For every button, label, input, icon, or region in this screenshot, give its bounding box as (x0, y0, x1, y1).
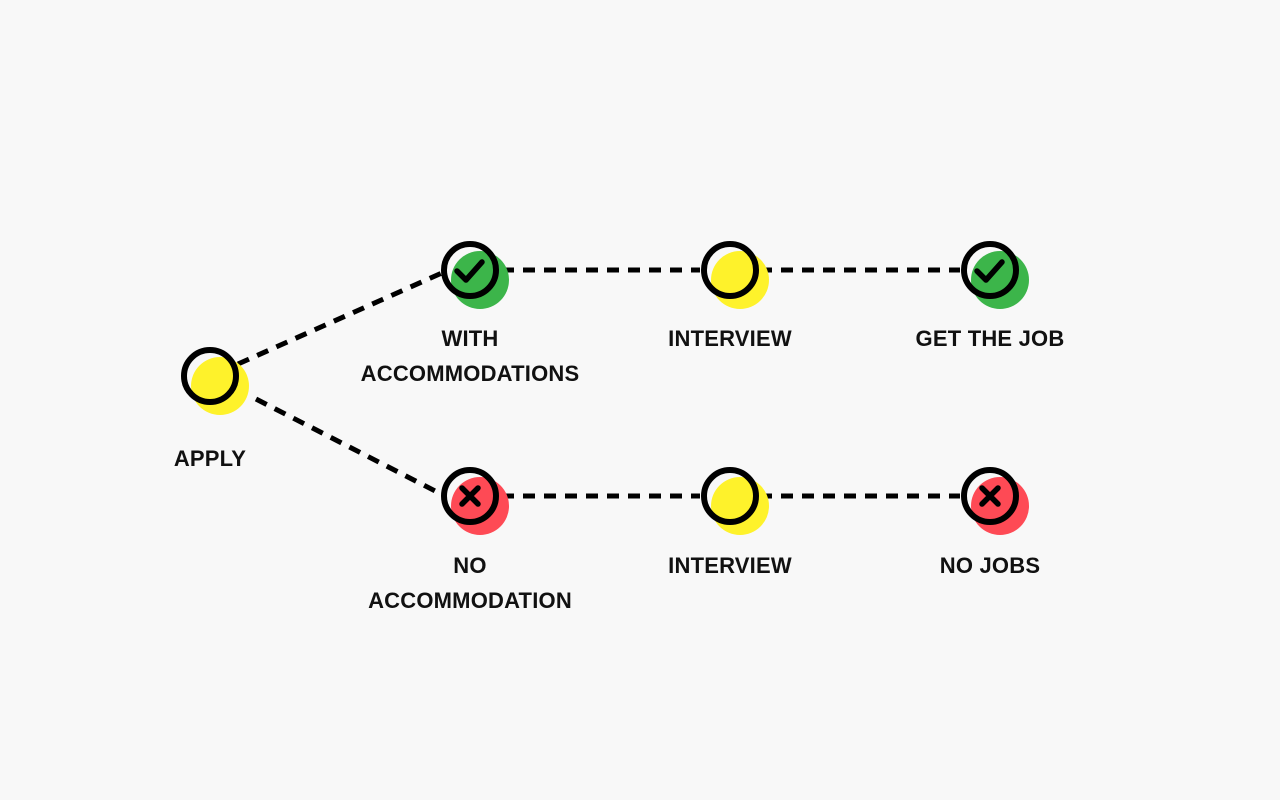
ring-outline (181, 347, 239, 405)
node-no-jobs (961, 467, 1029, 535)
node-get-the-job (961, 241, 1029, 309)
nodes-layer (181, 241, 1029, 535)
node-no-accommodation (441, 467, 509, 535)
ring-outline (961, 467, 1019, 525)
node-label-line: INTERVIEW (668, 326, 792, 351)
success-fill-dot (451, 251, 509, 309)
node-label-line: NO (453, 553, 487, 578)
node-interview-top (701, 241, 769, 309)
edges-layer (236, 267, 960, 499)
success-fill-dot (971, 251, 1029, 309)
node-label-no-jobs: NO JOBS (940, 548, 1040, 583)
ring-outline (701, 467, 759, 525)
node-label-line: NO JOBS (939, 553, 1041, 578)
node-with-accommodations (441, 241, 509, 309)
node-label-no-accommodation: NO ACCOMMODATION (368, 548, 572, 618)
node-apply (181, 347, 249, 415)
node-interview-bottom (701, 467, 769, 535)
cross-icon (459, 485, 481, 507)
check-icon (454, 259, 485, 283)
ring-outline (441, 241, 499, 299)
node-label-line: APPLY (173, 446, 247, 471)
check-icon (974, 259, 1005, 283)
failure-fill-dot (451, 477, 509, 535)
neutral-fill-dot (191, 357, 249, 415)
node-label-interview-top: INTERVIEW (668, 321, 792, 356)
node-label-line: GET THE JOB (915, 326, 1065, 351)
edge-apply-to-with-accommodations (236, 269, 446, 367)
node-label-interview-bottom: INTERVIEW (668, 548, 792, 583)
ring-outline (441, 467, 499, 525)
node-label-line: WITH (441, 326, 499, 351)
neutral-fill-dot (711, 477, 769, 535)
node-label-line: ACCOMMODATION (368, 588, 572, 613)
ring-outline (961, 241, 1019, 299)
node-label-with-accommodations: WITH ACCOMMODATIONS (361, 321, 580, 391)
node-label-line: ACCOMMODATIONS (360, 361, 580, 386)
failure-fill-dot (971, 477, 1029, 535)
node-label-line: INTERVIEW (668, 553, 792, 578)
node-label-get-the-job: GET THE JOB (916, 321, 1065, 356)
ring-outline (701, 241, 759, 299)
neutral-fill-dot (711, 251, 769, 309)
node-label-apply: APPLY (174, 441, 246, 476)
edge-apply-to-no-accommodation (254, 396, 443, 497)
cross-icon (979, 485, 1001, 507)
